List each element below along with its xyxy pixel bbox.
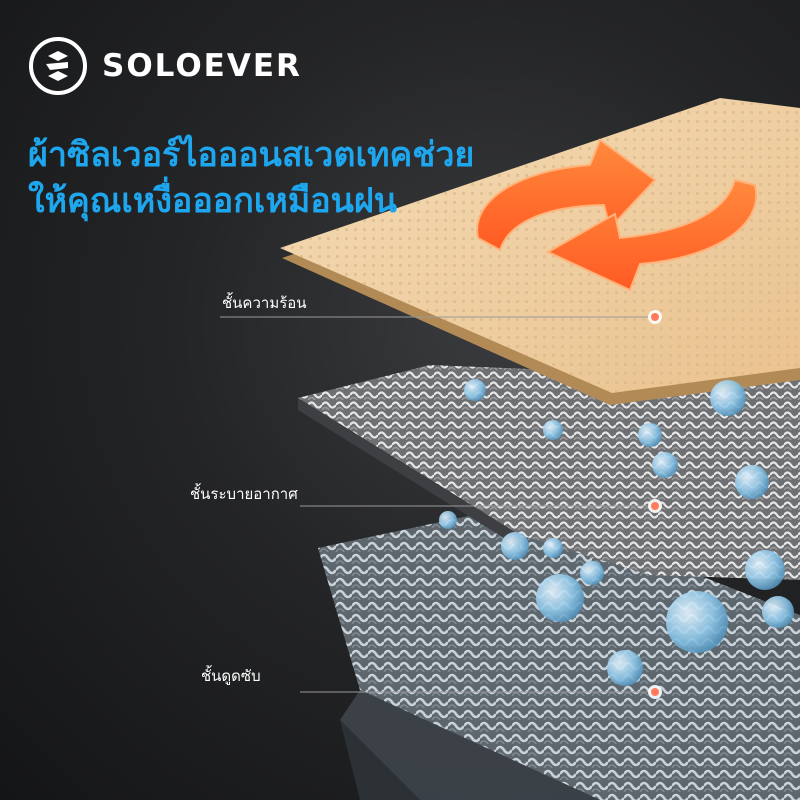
water-droplet-icon [464,379,486,401]
absorbent-layer-label: ชั้นดูดซับ [201,667,261,685]
brand-header: SOLOEVER [28,36,302,96]
heat-layer [280,98,800,405]
water-droplet-icon [710,380,746,416]
water-droplet-icon [666,591,728,653]
water-droplet-icon [762,596,794,628]
soloever-logo-icon [29,37,87,95]
water-droplet-icon [536,574,584,622]
headline-line-1: ผ้าซิลเวอร์ไอออนสเวตเทคช่วย [28,135,475,175]
water-droplet-icon [638,423,662,447]
breathable-layer [298,365,800,580]
water-droplet-icon [607,650,643,686]
circular-arrows-icon [476,138,758,292]
heat-layer-label: ชั้นความร้อน [222,294,307,312]
water-droplet-icon [501,532,529,560]
callout-markers [648,310,662,699]
water-droplet-icon [439,511,457,529]
marker-dot-icon [651,688,659,696]
callout-lines [220,316,650,693]
marker-dot-icon [651,502,659,510]
water-droplet-icon [745,550,785,590]
marker-dot-icon [651,313,659,321]
water-droplets [439,379,794,686]
water-droplet-icon [652,452,678,478]
breathable-layer-label: ชั้นระบายอากาศ [190,485,298,503]
headline-line-2: ให้คุณเหงื่อออกเหมือนฝน [28,181,398,221]
water-droplet-icon [580,561,604,585]
water-droplet-icon [543,420,563,440]
water-droplet-icon [735,465,769,499]
absorbent-layer [318,505,800,800]
brand-name: SOLOEVER [102,48,302,84]
water-droplet-icon [543,538,563,558]
